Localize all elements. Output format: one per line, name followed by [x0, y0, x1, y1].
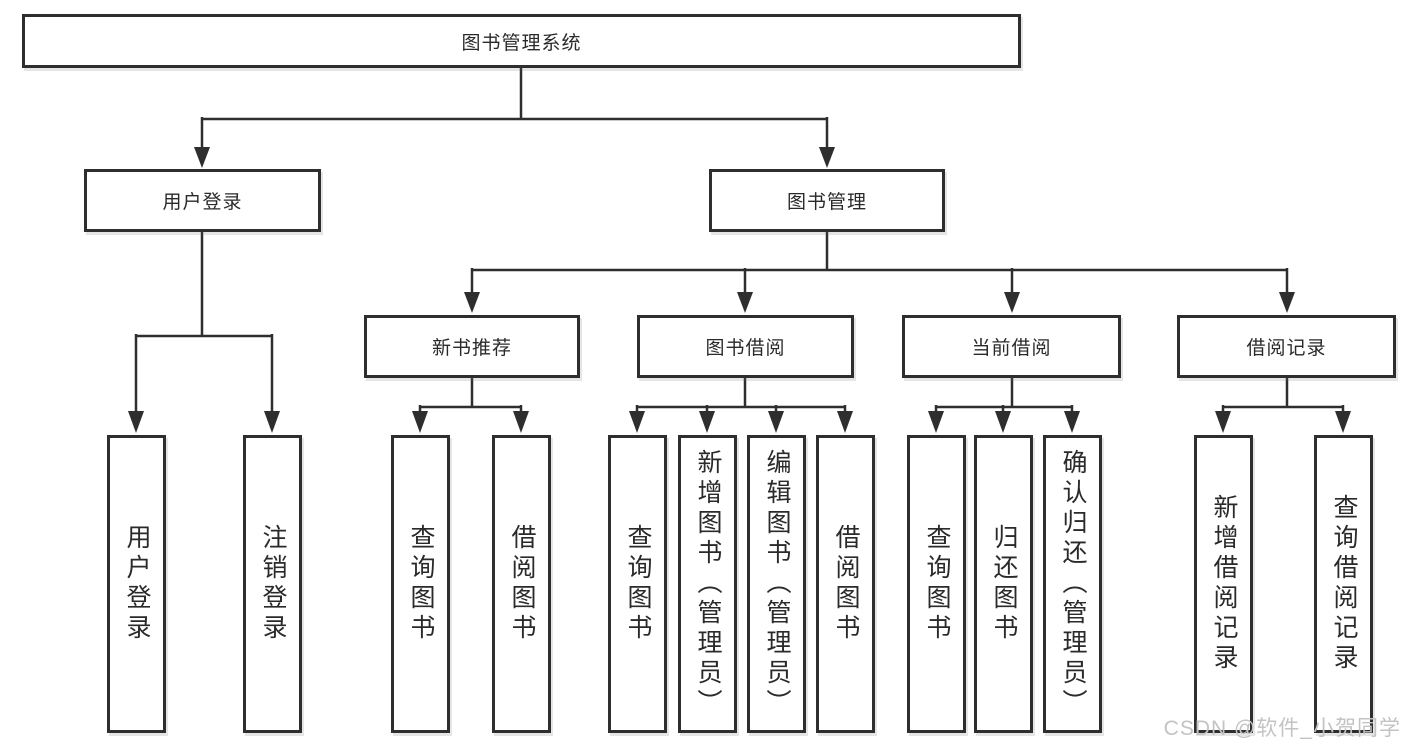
- node-user-login: 用户登录: [84, 169, 321, 232]
- leaf-add-borrow-record: 新增借阅记录: [1194, 435, 1253, 733]
- leaf-borrow-books-recommend: 借阅图书: [492, 435, 551, 733]
- leaf-query-borrow-record: 查询借阅记录: [1314, 435, 1373, 733]
- leaf-query-books-recommend: 查询图书: [391, 435, 450, 733]
- node-book-borrow: 图书借阅: [637, 315, 854, 378]
- node-new-book-recommend: 新书推荐: [364, 315, 580, 378]
- node-current-borrow: 当前借阅: [902, 315, 1121, 378]
- leaf-logout: 注销登录: [243, 435, 302, 733]
- leaf-return-books: 归还图书: [974, 435, 1033, 733]
- leaf-add-book-admin: 新增图书（管理员）: [678, 435, 737, 733]
- node-book-management: 图书管理: [709, 169, 945, 232]
- leaf-confirm-return-admin: 确认归还（管理员）: [1043, 435, 1102, 733]
- leaf-query-books-borrow: 查询图书: [608, 435, 667, 733]
- node-root: 图书管理系统: [22, 14, 1021, 68]
- leaf-user-login: 用户登录: [107, 435, 166, 733]
- leaf-borrow-books-borrow: 借阅图书: [816, 435, 875, 733]
- leaf-query-books-current: 查询图书: [907, 435, 966, 733]
- leaf-edit-book-admin: 编辑图书（管理员）: [747, 435, 806, 733]
- node-borrow-records: 借阅记录: [1177, 315, 1396, 378]
